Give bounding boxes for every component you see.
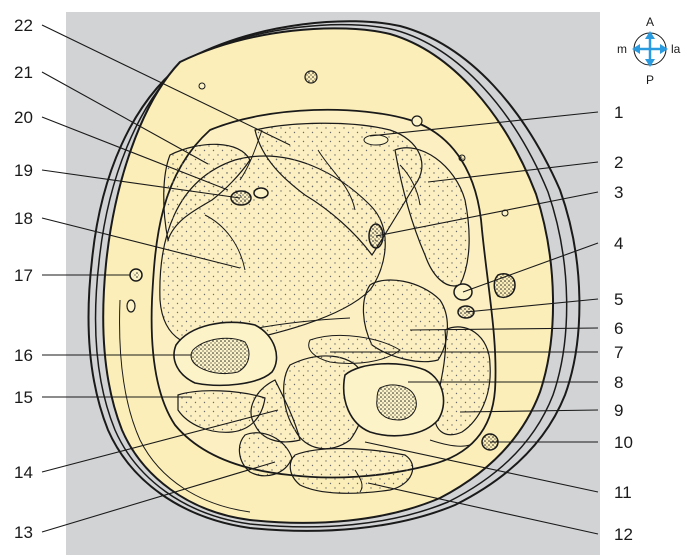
label-10: 10 (614, 433, 633, 452)
compass-posterior: P (646, 73, 654, 87)
label-19: 19 (14, 161, 33, 180)
label-8: 8 (614, 373, 623, 392)
label-12: 12 (614, 525, 633, 544)
neurovascular-bundles (126, 70, 516, 451)
muscle-compartments (159, 122, 491, 494)
label-3: 3 (614, 183, 623, 202)
label-13: 13 (14, 523, 33, 542)
label-22: 22 (14, 16, 33, 35)
label-14: 14 (14, 463, 33, 482)
orientation-compass: A P m la (612, 14, 688, 88)
compass-anterior: A (646, 15, 654, 29)
label-5: 5 (614, 290, 623, 309)
femur-bone (173, 321, 278, 387)
label-2: 2 (614, 153, 623, 172)
compass-medial: m (617, 42, 627, 56)
label-4: 4 (614, 234, 623, 253)
label-7: 7 (614, 343, 623, 362)
label-16: 16 (14, 346, 33, 365)
label-18: 18 (14, 209, 33, 228)
label-17: 17 (14, 266, 33, 285)
label-1: 1 (614, 103, 623, 122)
leader-lines (41, 24, 599, 535)
label-15: 15 (14, 388, 33, 407)
compass-lateral: la (671, 42, 681, 56)
label-6: 6 (614, 319, 623, 338)
label-11: 11 (614, 483, 632, 502)
label-20: 20 (14, 108, 33, 127)
second-bone (343, 362, 445, 437)
label-21: 21 (14, 63, 33, 82)
label-9: 9 (614, 401, 623, 420)
